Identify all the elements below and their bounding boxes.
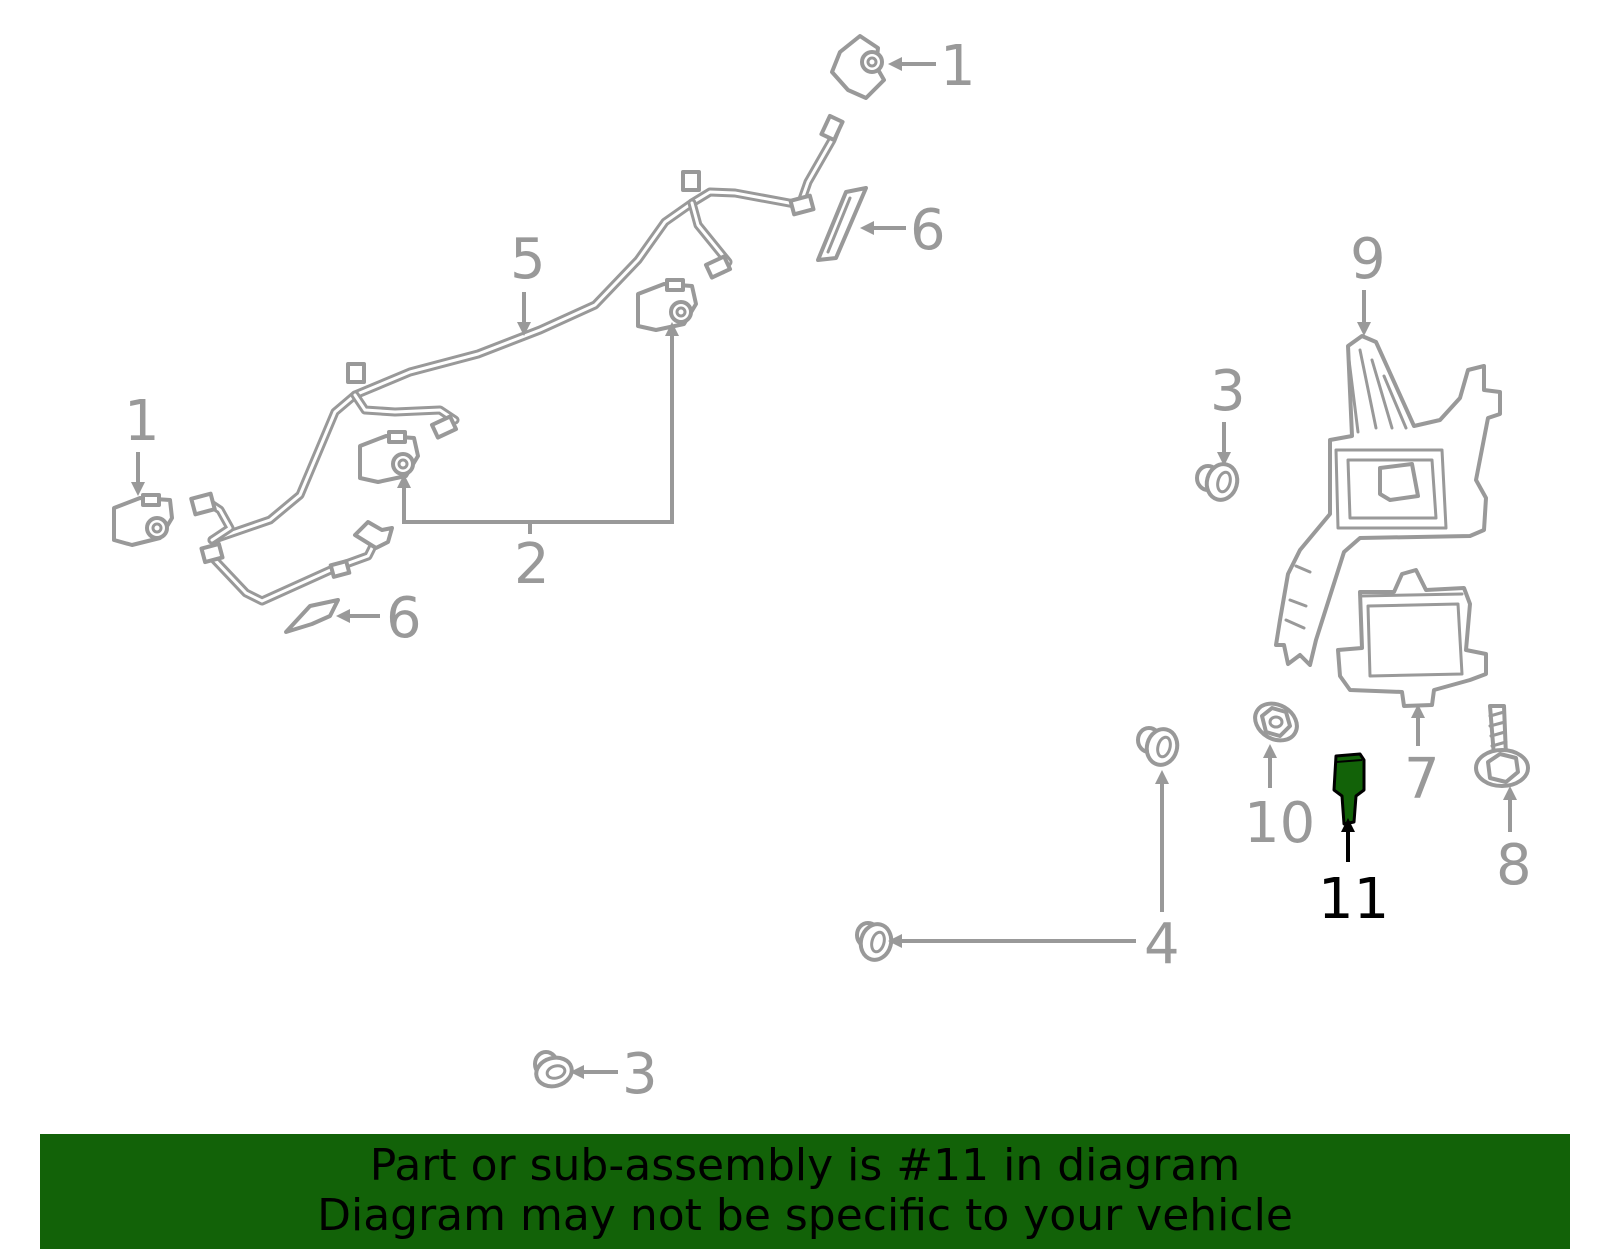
retainer-top[interactable] <box>816 186 868 262</box>
banner-line-part: Part or sub-assembly is #11 in diagram <box>369 1140 1241 1191</box>
mounting-bracket[interactable] <box>1274 334 1502 667</box>
callout-4: 4 <box>1144 912 1180 977</box>
parking-sensor-right[interactable] <box>636 278 698 332</box>
callout-10: 10 <box>1244 791 1315 856</box>
clip-lower[interactable] <box>855 921 895 964</box>
callout-7: 7 <box>1404 747 1440 812</box>
parking-sensor-left[interactable] <box>112 493 174 547</box>
banner-line-disclaimer: Diagram may not be specific to your vehi… <box>317 1190 1293 1241</box>
callout-9: 9 <box>1350 227 1386 292</box>
leader-lines <box>131 57 1517 1079</box>
grommet-bottom[interactable] <box>533 1050 575 1090</box>
callout-3-bottom: 3 <box>622 1042 658 1107</box>
callout-3-right: 3 <box>1210 359 1246 424</box>
control-module[interactable] <box>1336 568 1488 708</box>
callout-5: 5 <box>510 227 546 292</box>
info-banner: Part or sub-assembly is #11 in diagram D… <box>40 1134 1570 1249</box>
callout-6-top: 6 <box>910 198 946 263</box>
parking-sensor-top[interactable] <box>830 34 886 100</box>
callout-11: 11 <box>1318 867 1389 932</box>
retainer-bottom[interactable] <box>284 598 340 634</box>
callout-8: 8 <box>1496 833 1532 898</box>
callout-1-top: 1 <box>940 34 976 99</box>
wire-harness[interactable] <box>189 113 845 606</box>
callout-1-left: 1 <box>124 389 160 454</box>
parking-sensor-center[interactable] <box>358 430 420 484</box>
highlighted-part-11[interactable] <box>1332 752 1366 826</box>
flange-bolt[interactable] <box>1474 704 1530 788</box>
callout-labels: 1 1 2 3 3 4 5 6 6 7 8 9 10 11 <box>124 34 1532 1107</box>
callout-2: 2 <box>514 532 550 597</box>
grommet-right[interactable] <box>1195 461 1241 504</box>
flange-nut[interactable] <box>1248 696 1303 747</box>
clip-upper[interactable] <box>1136 726 1181 769</box>
callout-6-bottom: 6 <box>386 586 422 651</box>
